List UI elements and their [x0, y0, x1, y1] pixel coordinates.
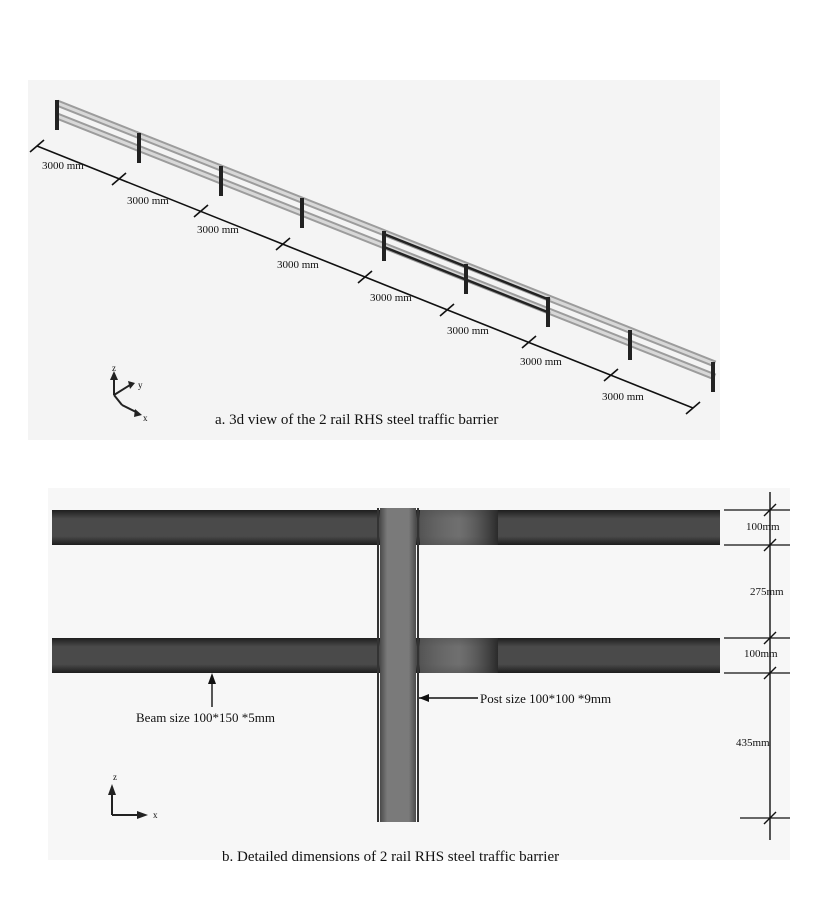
caption-3d-view: a. 3d view of the 2 rail RHS steel traff…: [215, 412, 499, 428]
post-3d: [55, 100, 59, 130]
spacing-label: 3000 mm: [602, 391, 644, 403]
post-3d: [628, 330, 632, 360]
dimension-tick: [685, 401, 701, 415]
spacing-label: 3000 mm: [197, 224, 239, 236]
post-size-label: Post size 100*100 *9mm: [480, 691, 611, 706]
post-3d: [300, 198, 304, 228]
axis-label-z: z: [112, 363, 116, 373]
dimension-ext-lines: [724, 509, 790, 819]
dimension-tick: [357, 270, 373, 284]
barrier-elevation: Beam size 100*150 *5mm Post size 100*100…: [52, 492, 790, 840]
spacing-label: 3000 mm: [127, 195, 169, 207]
beam-arrow: [208, 673, 216, 707]
axis-label-x: x: [153, 810, 158, 820]
dimension-label-top-rail: 100mm: [746, 521, 780, 533]
dimension-label-bottom-rail: 100mm: [744, 648, 778, 660]
barrier-3d-view: 3000 mm 3000 mm 3000 mm 3000 mm 3000 mm …: [29, 99, 717, 423]
axis-label-z: z: [113, 772, 117, 782]
axis-label-x: x: [143, 413, 148, 423]
post-3d: [382, 231, 386, 261]
spacing-ticks: [29, 139, 701, 415]
post-3d: [546, 297, 550, 327]
dimension-tick: [521, 335, 537, 349]
post-arrow: [419, 694, 478, 702]
dimension-tick: [603, 368, 619, 382]
dimension-label-ground: 435mm: [736, 737, 770, 749]
spacing-label: 3000 mm: [277, 259, 319, 271]
spacing-labels: 3000 mm 3000 mm 3000 mm 3000 mm 3000 mm …: [42, 160, 644, 403]
dimension-labels: 100mm 275mm 100mm 435mm: [736, 521, 784, 749]
spacing-label: 3000 mm: [447, 325, 489, 337]
post-3d: [464, 264, 468, 294]
dimension-tick: [29, 139, 45, 153]
spacing-label: 3000 mm: [42, 160, 84, 172]
post-3d: [137, 133, 141, 163]
axis-triad-elevation: z x: [108, 772, 158, 820]
post-3d: [711, 362, 715, 392]
post-3d: [219, 166, 223, 196]
spacing-label: 3000 mm: [370, 292, 412, 304]
posts-3d: [55, 100, 715, 392]
caption-detailed-dimensions: b. Detailed dimensions of 2 rail RHS ste…: [222, 849, 560, 865]
dimension-label-gap: 275mm: [750, 586, 784, 598]
dimension-tick: [275, 237, 291, 251]
beam-size-label: Beam size 100*150 *5mm: [136, 710, 275, 725]
dimension-tick: [111, 172, 127, 186]
axis-triad-3d: z y x: [110, 363, 148, 423]
post: [380, 508, 416, 822]
spacing-label: 3000 mm: [520, 356, 562, 368]
dimension-tick: [439, 303, 455, 317]
axis-label-y: y: [138, 380, 143, 390]
dimension-tick: [193, 204, 209, 218]
dimension-ticks: [763, 503, 777, 825]
